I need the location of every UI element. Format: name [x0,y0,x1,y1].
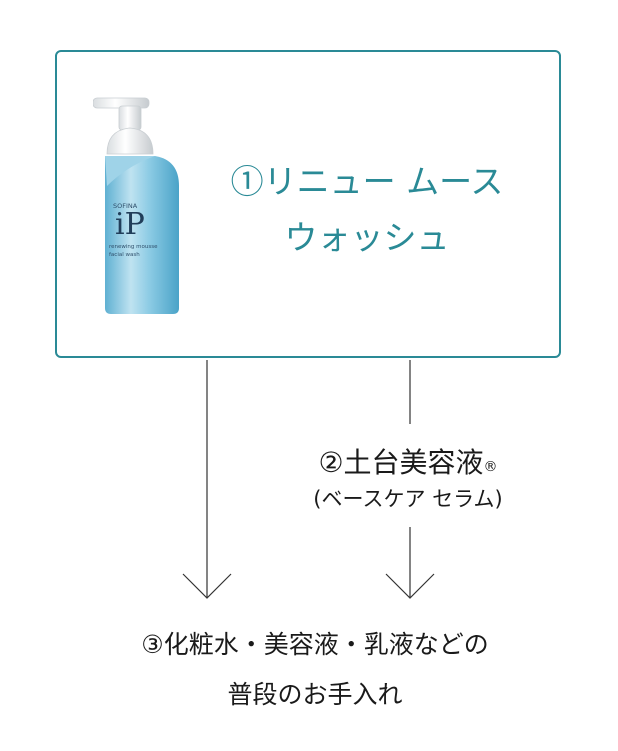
step3-label: ③化粧水・美容液・乳液などの 普段のお手入れ [80,620,550,720]
step3-line1: ③化粧水・美容液・乳液などの [80,620,550,670]
step2-subtitle: (ベースケア セラム) [268,482,548,516]
step2-title: ②土台美容液® [268,444,548,482]
registered-mark: ® [484,459,498,475]
step3-line2: 普段のお手入れ [80,670,550,720]
step2-label: ②土台美容液® (ベースケア セラム) [268,444,548,516]
